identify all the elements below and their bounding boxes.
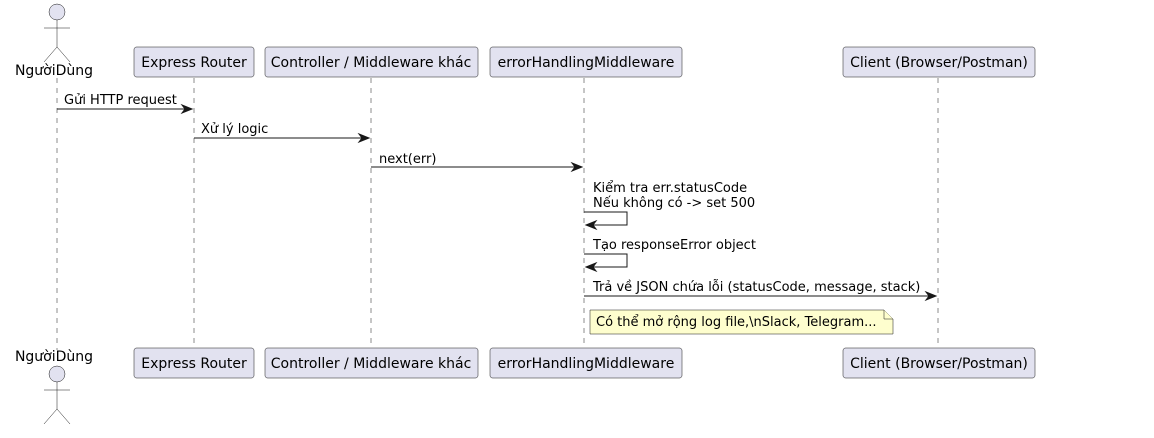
self-message-line: [584, 211, 628, 226]
message-label: Trả về JSON chứa lỗi (statusCode, messag…: [592, 280, 920, 295]
participant-error-middleware-top: errorHandlingMiddleware: [489, 46, 683, 78]
participant-controller-top: Controller / Middleware khác: [264, 46, 479, 78]
message-next-err: next(err): [371, 152, 584, 173]
arrow-head-icon: [924, 290, 938, 302]
arrow-head-icon: [357, 132, 371, 144]
message-label-line1: Kiểm tra err.statusCode: [593, 181, 747, 196]
message-label: Xử lý logic: [201, 122, 268, 137]
participant-box: [842, 347, 1036, 379]
message-label-line2: Nếu không có -> set 500: [593, 196, 755, 211]
actor-body-icon: [43, 382, 71, 425]
message-return-json: Trả về JSON chứa lỗi (statusCode, messag…: [584, 280, 938, 302]
message-send-request: Gửi HTTP request: [57, 93, 194, 115]
participant-box: [133, 347, 255, 379]
message-process-logic: Xử lý logic: [194, 122, 371, 144]
participant-label-user: NgườiDùng: [15, 63, 93, 79]
participant-label-controller: Controller / Middleware khác: [271, 356, 472, 372]
note-box: [589, 309, 894, 335]
participant-box: [842, 46, 1036, 78]
arrow-head-icon: [180, 103, 194, 115]
participant-label-router: Express Router: [141, 55, 247, 71]
message-check-status-code: Kiểm tra err.statusCode Nếu không có -> …: [584, 181, 755, 231]
actor-user-bottom: NgườiDùng: [15, 349, 93, 425]
participant-label-user: NgườiDùng: [15, 349, 93, 365]
note: Có thể mở rộng log file,\nSlack, Telegra…: [589, 309, 894, 335]
arrow-head-icon: [570, 161, 584, 173]
actor-head-icon: [48, 3, 66, 21]
participant-router-bottom: Express Router: [133, 347, 255, 379]
arrow-head-icon: [584, 219, 598, 231]
message-label: next(err): [379, 152, 436, 167]
actor-user-top: NgườiDùng: [15, 3, 93, 79]
participant-error-middleware-bottom: errorHandlingMiddleware: [489, 347, 683, 379]
message-label: Tạo responseError object: [592, 238, 756, 253]
actor-body-icon: [43, 20, 71, 63]
participant-box: [264, 46, 479, 78]
participant-controller-bottom: Controller / Middleware khác: [264, 347, 479, 379]
participant-label-error-middleware: errorHandlingMiddleware: [498, 55, 675, 71]
message-create-response-error: Tạo responseError object: [584, 238, 756, 273]
participant-box: [264, 347, 479, 379]
participant-label-client: Client (Browser/Postman): [850, 55, 1028, 71]
participant-client-top: Client (Browser/Postman): [842, 46, 1036, 78]
participant-label-client: Client (Browser/Postman): [850, 356, 1028, 372]
arrow-head-icon: [584, 261, 598, 273]
participant-label-error-middleware: errorHandlingMiddleware: [498, 356, 675, 372]
actor-head-icon: [48, 365, 66, 383]
participant-label-controller: Controller / Middleware khác: [271, 55, 472, 71]
participant-box: [489, 347, 683, 379]
note-text: Có thể mở rộng log file,\nSlack, Telegra…: [596, 315, 877, 330]
message-label: Gửi HTTP request: [64, 93, 177, 108]
participant-client-bottom: Client (Browser/Postman): [842, 347, 1036, 379]
participant-label-router: Express Router: [141, 356, 247, 372]
participant-box: [489, 46, 683, 78]
note-fold-icon: [883, 310, 893, 320]
participant-box: [133, 46, 255, 78]
participant-router-top: Express Router: [133, 46, 255, 78]
self-message-line: [584, 253, 628, 268]
